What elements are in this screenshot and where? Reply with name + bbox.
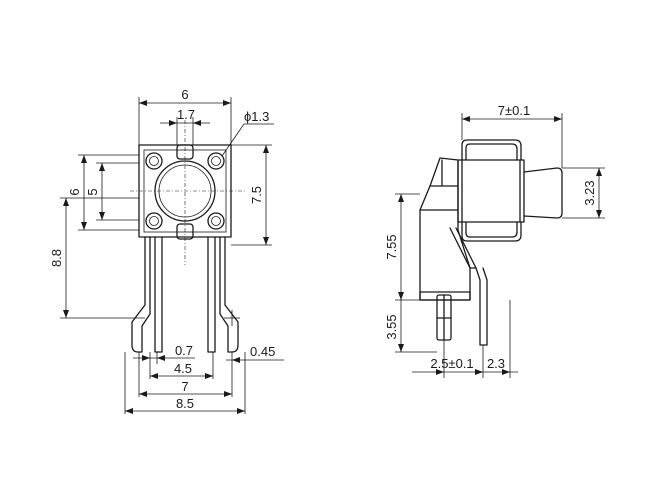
corner-post-tl — [145, 152, 163, 170]
dim-pin-offset-label: 2.5±0.1 — [430, 356, 473, 371]
dim-overall-span-label: 8.5 — [176, 396, 194, 411]
right-lead — [219, 236, 239, 353]
dim-lead-span-label: 7 — [181, 379, 188, 394]
corner-post-tr — [207, 152, 225, 170]
dim-total-height-label: 8.8 — [49, 249, 64, 267]
side-actuator — [523, 167, 563, 219]
dim-pin-thickness-label: 0.45 — [250, 344, 275, 359]
side-body — [457, 159, 525, 223]
dim-height-inner-label: 5 — [85, 188, 100, 195]
front-view: 6 1.7 ϕ1.3 6 5 7.5 — [49, 87, 284, 414]
corner-post-br — [207, 212, 225, 230]
dim-pin-width-label: 0.7 — [175, 343, 193, 358]
dim-width-label: 6 — [181, 87, 188, 102]
side-lead — [475, 267, 488, 346]
corner-post-bl — [145, 212, 163, 230]
dim-hole-dia-label: ϕ1.3 — [244, 109, 269, 124]
dim-pin-spacing-label: 4.5 — [174, 361, 192, 376]
left-lead-inner — [154, 236, 163, 353]
dim-body-height-label: 7.55 — [384, 234, 399, 259]
side-bracket — [461, 139, 522, 161]
side-view: 7±0.1 3.23 7.55 3.55 2.5±0.1 2.3 — [384, 103, 605, 378]
dim-pin-length-label: 3.55 — [384, 314, 399, 339]
dim-pin-pitch-top-label: 1.7 — [177, 107, 195, 122]
dim-depth-label: 7±0.1 — [498, 103, 530, 118]
dim-height-outer-label: 6 — [67, 188, 82, 195]
dim-side-height-label: 7.5 — [249, 186, 264, 204]
dim-pin-gap-label: 2.3 — [487, 356, 505, 371]
left-lead — [131, 236, 151, 353]
dim-actuator-label: 3.23 — [582, 180, 597, 205]
right-lead-inner — [207, 236, 216, 353]
